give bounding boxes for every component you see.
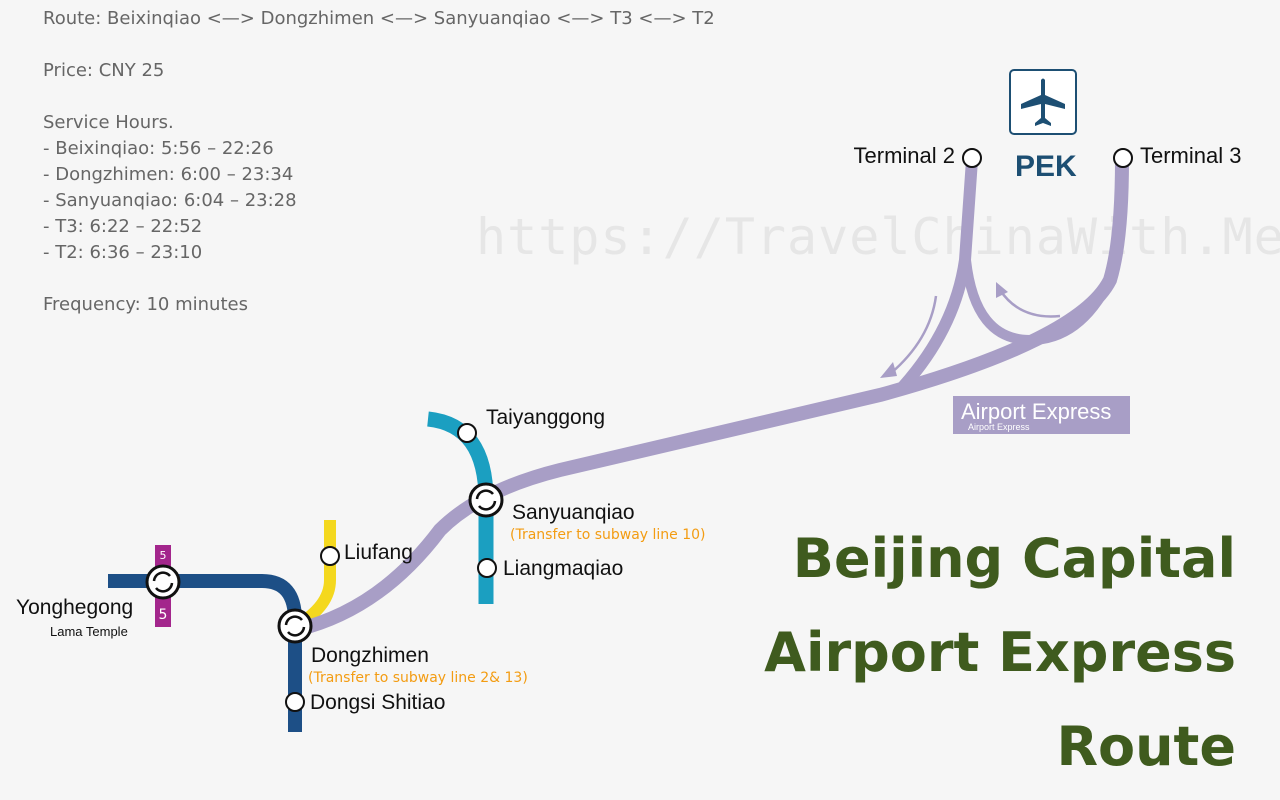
direction-arrow-right-head	[996, 282, 1008, 298]
station-terminal3-marker	[1113, 148, 1133, 168]
airport-icon-box	[1009, 69, 1077, 135]
station-terminal2-label: Terminal 2	[854, 143, 955, 168]
hours-sanyuanqiao: - Sanyuanqiao: 6:04 – 23:28	[43, 190, 297, 211]
line-5-number-top: 5	[160, 549, 167, 562]
station-sanyuanqiao-label: Sanyuanqiao	[512, 501, 635, 524]
airport-express-t2-branch	[894, 154, 978, 396]
station-liufang-label: Liufang	[344, 541, 413, 564]
hours-t3: - T3: 6:22 – 22:52	[43, 216, 203, 237]
transfer-icon	[277, 608, 313, 644]
watermark: https://TravelChinaWith.Me	[476, 208, 1280, 266]
airport-express-badge: Airport Express Airport Express	[953, 396, 1130, 434]
service-hours-label: Service Hours.	[43, 112, 174, 133]
station-terminal2-marker	[962, 148, 982, 168]
station-liufang-marker	[320, 546, 340, 566]
station-dongzhimen-label: Dongzhimen	[311, 644, 429, 667]
route-text: Route: Beixinqiao <—> Dongzhimen <—> San…	[43, 8, 715, 29]
station-yonghegong-label: Yonghegong	[16, 596, 133, 619]
station-dongsi-shitiao-label: Dongsi Shitiao	[310, 691, 445, 714]
airport-express-badge-main: Airport Express	[961, 399, 1112, 424]
station-dongzhimen-note: (Transfer to subway line 2& 13)	[308, 670, 528, 686]
airplane-icon	[1021, 78, 1065, 126]
direction-arrow-left-head	[880, 362, 897, 378]
station-yonghegong-sublabel: Lama Temple	[50, 624, 128, 639]
station-liangmaqiao-marker	[477, 558, 497, 578]
hours-beixinqiao: - Beixinqiao: 5:56 – 22:26	[43, 138, 274, 159]
hours-t2: - T2: 6:36 – 23:10	[43, 242, 203, 263]
airport-express-badge-sub: Airport Express	[968, 422, 1030, 432]
title-line-2: Airport Express	[764, 621, 1236, 684]
page-title: Beijing Capital Airport Express Route	[676, 512, 1236, 794]
station-terminal3-label: Terminal 3	[1140, 143, 1241, 168]
station-taiyanggong-label: Taiyanggong	[486, 406, 605, 429]
line-2-track	[108, 574, 302, 732]
airport-express-t2-t3-link	[961, 259, 1115, 346]
direction-arrow-right	[998, 289, 1061, 318]
airport-express-track	[289, 153, 1129, 637]
transfer-icon	[145, 564, 181, 600]
hours-dongzhimen: - Dongzhimen: 6:00 – 23:34	[43, 164, 294, 185]
title-line-1: Beijing Capital	[792, 527, 1236, 590]
station-taiyanggong-marker	[457, 423, 477, 443]
price-text: Price: CNY 25	[43, 60, 165, 81]
station-sanyuanqiao-note: (Transfer to subway line 10)	[510, 527, 706, 543]
station-dongsi-shitiao-marker	[285, 692, 305, 712]
frequency-text: Frequency: 10 minutes	[43, 294, 248, 315]
airport-code: PEK	[1015, 150, 1077, 183]
title-line-3: Route	[1056, 715, 1236, 778]
station-liangmaqiao-label: Liangmaqiao	[503, 557, 623, 580]
route-info-panel: Route: Beixinqiao <—> Dongzhimen <—> San…	[43, 6, 715, 318]
transfer-icon	[468, 482, 504, 518]
line-5-number-bottom: 5	[159, 607, 168, 623]
direction-arrow-left	[889, 295, 938, 375]
